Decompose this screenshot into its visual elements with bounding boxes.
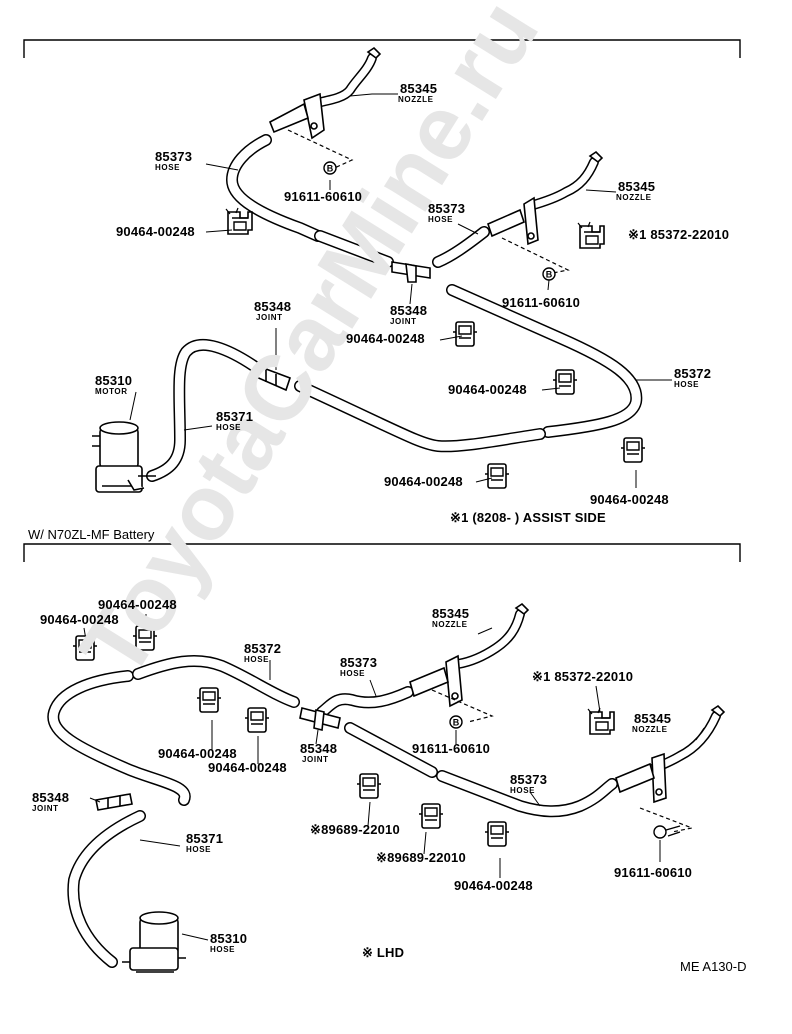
svg-text:B: B bbox=[327, 164, 334, 174]
label-85371-bottom: 85371 bbox=[186, 831, 224, 846]
label-85373-bottom-b: 85373 bbox=[510, 772, 548, 787]
label-85372-bottom: 85372 bbox=[244, 641, 282, 656]
bottom-nozzle-left bbox=[409, 602, 530, 708]
sublabel-hose: HOSE bbox=[216, 423, 242, 432]
top-joint-85348 bbox=[252, 364, 292, 392]
top-nozzle-left bbox=[268, 46, 382, 140]
label-90464-top-d: 90464-00248 bbox=[384, 474, 463, 489]
sublabel-hose: HOSE bbox=[674, 380, 700, 389]
sublabel-nozzle: NOZZLE bbox=[398, 95, 434, 104]
label-90464-top-a: 90464-00248 bbox=[116, 224, 195, 239]
top-hoses bbox=[146, 53, 643, 482]
lhd-note: ※ LHD bbox=[362, 945, 405, 960]
label-85371-top: 85371 bbox=[216, 409, 254, 424]
label-85372-22010-top: ※1 85372-22010 bbox=[628, 227, 730, 242]
label-90464-bottom-d: 90464-00248 bbox=[208, 760, 287, 775]
label-85373-bottom-a: 85373 bbox=[340, 655, 378, 670]
label-90464-bottom-b: 90464-00248 bbox=[98, 597, 177, 612]
label-89689-bottom-a: ※89689-22010 bbox=[310, 822, 400, 837]
sublabel-nozzle: NOZZLE bbox=[432, 620, 468, 629]
svg-text:B: B bbox=[453, 718, 460, 728]
label-90464-top-e: 90464-00248 bbox=[590, 492, 669, 507]
sublabel-hose: HOSE bbox=[510, 786, 536, 795]
label-85348-top-b: 85348 bbox=[390, 303, 428, 318]
label-85345-top-left: 85345 bbox=[400, 81, 438, 96]
label-85310-bottom: 85310 bbox=[210, 931, 248, 946]
sublabel-joint: JOINT bbox=[302, 755, 329, 764]
battery-heading: W/ N70ZL-MF Battery bbox=[28, 527, 155, 542]
label-90464-bottom-a: 90464-00248 bbox=[40, 612, 119, 627]
sublabel-hose: HOSE bbox=[210, 945, 236, 954]
label-91611-bottom-a: 91611-60610 bbox=[412, 741, 491, 756]
label-85348-bottom-b: 85348 bbox=[32, 790, 70, 805]
label-85345-bottom-b: 85345 bbox=[634, 711, 672, 726]
label-90464-bottom-e: 90464-00248 bbox=[454, 878, 533, 893]
sublabel-hose: HOSE bbox=[155, 163, 181, 172]
top-joint-t bbox=[391, 261, 431, 283]
sublabel-hose: HOSE bbox=[186, 845, 212, 854]
label-91611-top-left: 91611-60610 bbox=[284, 189, 363, 204]
label-85373-top-right: 85373 bbox=[428, 201, 466, 216]
sublabel-hose: HOSE bbox=[428, 215, 454, 224]
sublabel-joint: JOINT bbox=[32, 804, 59, 813]
label-90464-top-b: 90464-00248 bbox=[346, 331, 425, 346]
label-85372-top: 85372 bbox=[674, 366, 712, 381]
label-91611-top-right: 91611-60610 bbox=[502, 295, 581, 310]
bolt-letters: B B B bbox=[327, 164, 553, 728]
top-nozzle-right bbox=[487, 150, 604, 246]
label-85348-top-a: 85348 bbox=[254, 299, 292, 314]
sublabel-hose: HOSE bbox=[340, 669, 366, 678]
sublabel-hose: HOSE bbox=[244, 655, 270, 664]
label-85345-bottom-a: 85345 bbox=[432, 606, 470, 621]
bottom-motor bbox=[122, 911, 186, 973]
bottom-joint-t bbox=[299, 707, 341, 731]
sublabel-nozzle: NOZZLE bbox=[616, 193, 652, 202]
assist-side-note: ※1 (8208- ) ASSIST SIDE bbox=[450, 510, 606, 525]
label-85310-top: 85310 bbox=[95, 373, 133, 388]
label-90464-bottom-c: 90464-00248 bbox=[158, 746, 237, 761]
sublabel-motor: MOTOR bbox=[95, 387, 128, 396]
label-85345-top-right: 85345 bbox=[618, 179, 656, 194]
figure-code: ME A130-D bbox=[680, 959, 747, 974]
label-91611-bottom-b: 91611-60610 bbox=[614, 865, 693, 880]
label-89689-bottom-b: ※89689-22010 bbox=[376, 850, 466, 865]
top-frame bbox=[23, 39, 741, 58]
sublabel-joint: JOINT bbox=[390, 317, 417, 326]
bottom-bolts bbox=[431, 689, 695, 833]
sublabel-nozzle: NOZZLE bbox=[632, 725, 668, 734]
bottom-bolt-screw bbox=[653, 825, 681, 839]
label-85372-22010-bottom: ※1 85372-22010 bbox=[532, 669, 634, 684]
top-motor bbox=[92, 421, 156, 493]
label-85373-top-left: 85373 bbox=[155, 149, 193, 164]
label-90464-top-c: 90464-00248 bbox=[448, 382, 527, 397]
bottom-frame bbox=[23, 543, 741, 562]
bottom-leaders bbox=[83, 614, 705, 941]
svg-text:B: B bbox=[546, 270, 553, 280]
bottom-joint-85348 bbox=[95, 793, 133, 811]
top-leaders bbox=[129, 93, 672, 488]
bottom-nozzle-right bbox=[615, 704, 726, 804]
label-85348-bottom-a: 85348 bbox=[300, 741, 338, 756]
sublabel-joint: JOINT bbox=[256, 313, 283, 322]
